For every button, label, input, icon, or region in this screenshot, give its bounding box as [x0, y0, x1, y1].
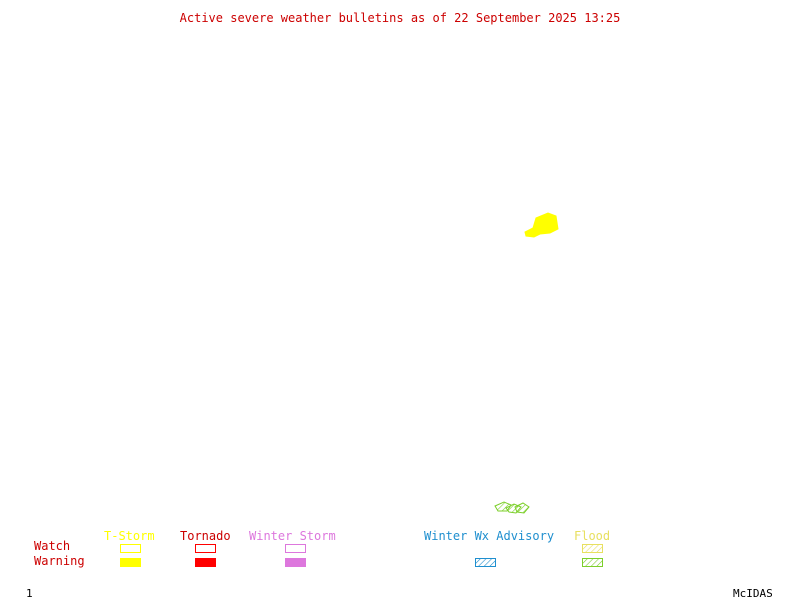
legend-winter-wx-advisory-label: Winter Wx Advisory — [424, 529, 555, 543]
legend-tstorm-label: T-Storm — [104, 529, 155, 543]
flood-warning-swatch — [582, 558, 603, 567]
tstorm-warning-area — [524, 212, 559, 238]
tstorm-watch-swatch — [120, 544, 141, 553]
flood-warning-area — [494, 501, 530, 514]
frame-number: 1 — [26, 587, 33, 600]
map-title: Active severe weather bulletins as of 22… — [179, 11, 621, 25]
flood-watch-swatch — [582, 544, 603, 553]
winter-wx-advisory-swatch — [475, 558, 496, 567]
legend-flood-label: Flood — [574, 529, 611, 543]
software-label: McIDAS — [733, 587, 773, 600]
legend-row-watch: Watch — [34, 539, 71, 553]
tstorm-warning-swatch — [120, 558, 141, 567]
legend-winter-storm-label: Winter Storm — [249, 529, 336, 543]
winter-storm-warning-swatch — [285, 558, 306, 567]
tornado-warning-swatch — [195, 558, 216, 567]
legend-row-warning: Warning — [34, 554, 85, 568]
tornado-watch-swatch — [195, 544, 216, 553]
legend-tornado-label: Tornado — [180, 529, 231, 543]
winter-storm-watch-swatch — [285, 544, 306, 553]
